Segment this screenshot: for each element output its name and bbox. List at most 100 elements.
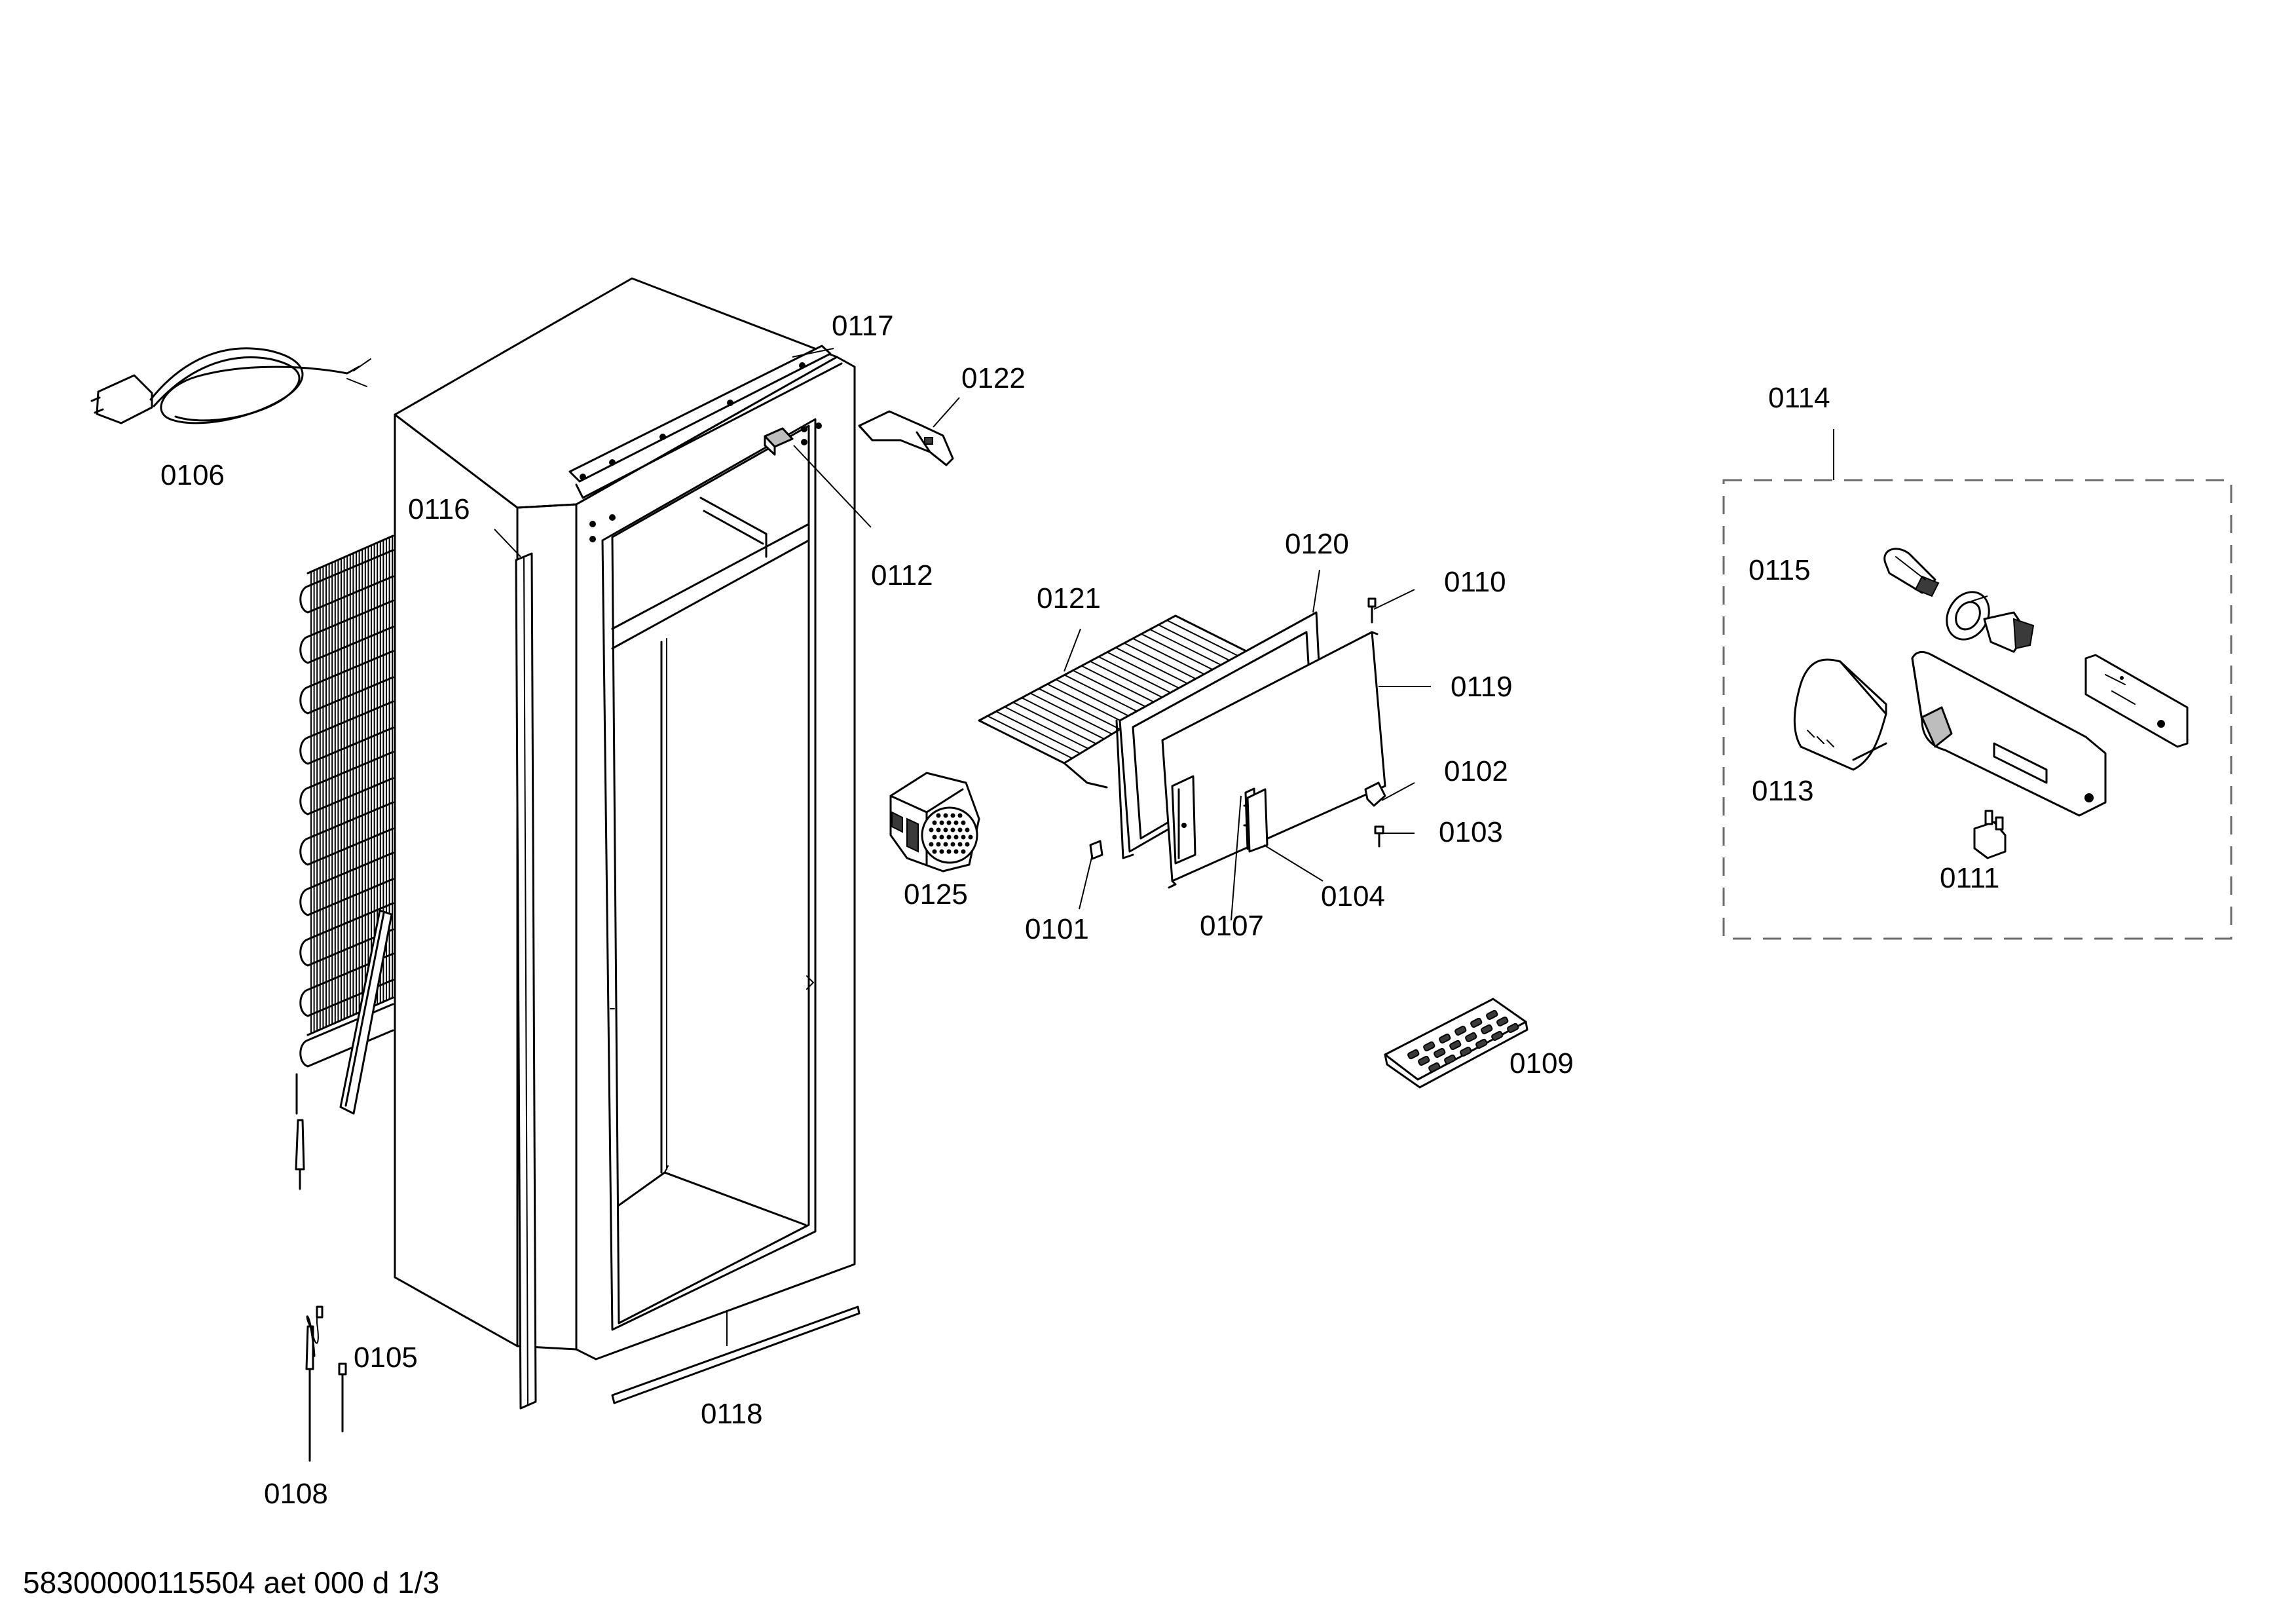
shelf-wire <box>1157 624 1232 662</box>
cabinet-housing <box>394 277 856 1361</box>
condenser-bend <box>299 599 394 664</box>
label-0125: 0125 <box>904 878 968 910</box>
ice-cell <box>1496 1016 1509 1027</box>
ice-cell <box>1418 1055 1430 1066</box>
grille-hole <box>961 849 966 854</box>
ice-cell <box>1439 1033 1451 1044</box>
condenser-bend <box>299 549 394 614</box>
catch-0102 <box>1364 781 1386 807</box>
ice-tray-0109 <box>1384 998 1528 1089</box>
grille-hole <box>946 835 952 840</box>
shelf-wire <box>1166 619 1240 658</box>
label-0106: 0106 <box>160 459 225 491</box>
grille-hole <box>936 813 941 818</box>
label-0116: 0116 <box>408 493 470 525</box>
condenser-bend <box>299 952 394 1017</box>
document-code: 58300000115504 aet 000 d 1/3 <box>23 1566 439 1600</box>
label-0122: 0122 <box>961 362 1026 394</box>
grille-hole <box>950 842 955 847</box>
grille-hole <box>943 813 948 818</box>
ice-cell <box>1507 1023 1519 1034</box>
grille-hole <box>957 842 963 847</box>
grille-hole <box>929 842 934 847</box>
door-seal-strip-0116 <box>515 552 537 1410</box>
shelf-wire <box>1021 697 1105 740</box>
ice-cell <box>1444 1054 1456 1065</box>
shelf-wire <box>1055 679 1137 721</box>
label-0111: 0111 <box>1940 862 1999 894</box>
top-mounting-rail-0117 <box>568 345 843 499</box>
ice-cell <box>1407 1049 1420 1060</box>
label-0101: 0101 <box>1025 913 1089 945</box>
label-0117: 0117 <box>832 310 894 342</box>
shelf-wire <box>987 715 1073 759</box>
label-0102: 0102 <box>1444 755 1508 787</box>
grille-hole <box>954 849 959 854</box>
label-0104: 0104 <box>1321 880 1385 912</box>
shelf-wire <box>1175 615 1248 652</box>
grille-hole <box>943 842 948 847</box>
switch-0111 <box>1973 810 2007 859</box>
ice-cell <box>1491 1030 1504 1042</box>
shelf-wire <box>1012 702 1097 745</box>
grille-hole <box>946 820 952 825</box>
shelf-wire <box>1089 660 1169 701</box>
condenser-bend <box>299 650 394 715</box>
ice-cell <box>1470 1017 1483 1028</box>
ice-cell <box>1475 1038 1488 1049</box>
lamp-socket <box>1983 611 2035 653</box>
lamp-cover-0113 <box>1793 658 1887 771</box>
clip-0101 <box>1089 840 1103 860</box>
ice-cell <box>1465 1032 1477 1043</box>
shelf-wire <box>1140 633 1217 672</box>
grille-hole <box>943 827 948 833</box>
control-plate <box>2084 654 2189 748</box>
shelf-wire <box>1046 683 1129 725</box>
label-0121: 0121 <box>1037 582 1101 614</box>
grille-hole <box>936 827 941 833</box>
grille-hole <box>950 827 955 833</box>
shelf-wire <box>1123 642 1200 682</box>
lamp-housing <box>1911 650 2107 817</box>
hinge-bracket-0122 <box>858 410 954 466</box>
lighting-assembly-0114 <box>1722 429 2232 940</box>
label-0119: 0119 <box>1451 671 1513 703</box>
shelf-wire <box>1004 706 1089 749</box>
grille-hole <box>965 827 970 833</box>
shelf-wire <box>1072 669 1153 711</box>
screw-0103 <box>1374 825 1384 848</box>
condenser-grid <box>295 535 394 1115</box>
grille-hole <box>939 835 944 840</box>
shelf-wire <box>1098 656 1177 696</box>
bottom-strip-0118 <box>611 1305 861 1404</box>
shelf-wire <box>1149 628 1225 667</box>
ice-cell <box>1460 1046 1472 1057</box>
grille-hole <box>957 813 963 818</box>
pin-0105 <box>338 1362 347 1433</box>
shelf-wire <box>1106 651 1185 692</box>
label-0105: 0105 <box>354 1342 418 1374</box>
grille-hole <box>939 849 944 854</box>
leader-lines <box>494 348 1988 1346</box>
label-0109: 0109 <box>1509 1047 1574 1079</box>
sensor-0108 <box>305 1305 324 1462</box>
label-0108: 0108 <box>264 1478 328 1510</box>
power-cord-0106 <box>90 347 371 424</box>
label-0112: 0112 <box>871 559 933 591</box>
ice-cell <box>1449 1040 1462 1051</box>
grille-hole <box>932 835 937 840</box>
flap-door-0119 <box>1161 631 1386 889</box>
label-0114: 0114 <box>1768 382 1830 414</box>
part-labels: 0117 0122 0106 0116 0112 0114 0120 0110 … <box>160 310 1999 1510</box>
grille-hole <box>932 849 937 854</box>
condenser-bend <box>299 751 394 816</box>
ice-cell <box>1423 1041 1435 1052</box>
grille-hole <box>961 835 966 840</box>
shelf-wire <box>1081 665 1161 706</box>
drain-tube <box>339 909 393 1115</box>
grille-hole <box>957 827 963 833</box>
thermal-sensor-upper <box>295 1119 305 1190</box>
bulb-ring <box>1946 591 1990 641</box>
ice-cell <box>1486 1009 1498 1021</box>
